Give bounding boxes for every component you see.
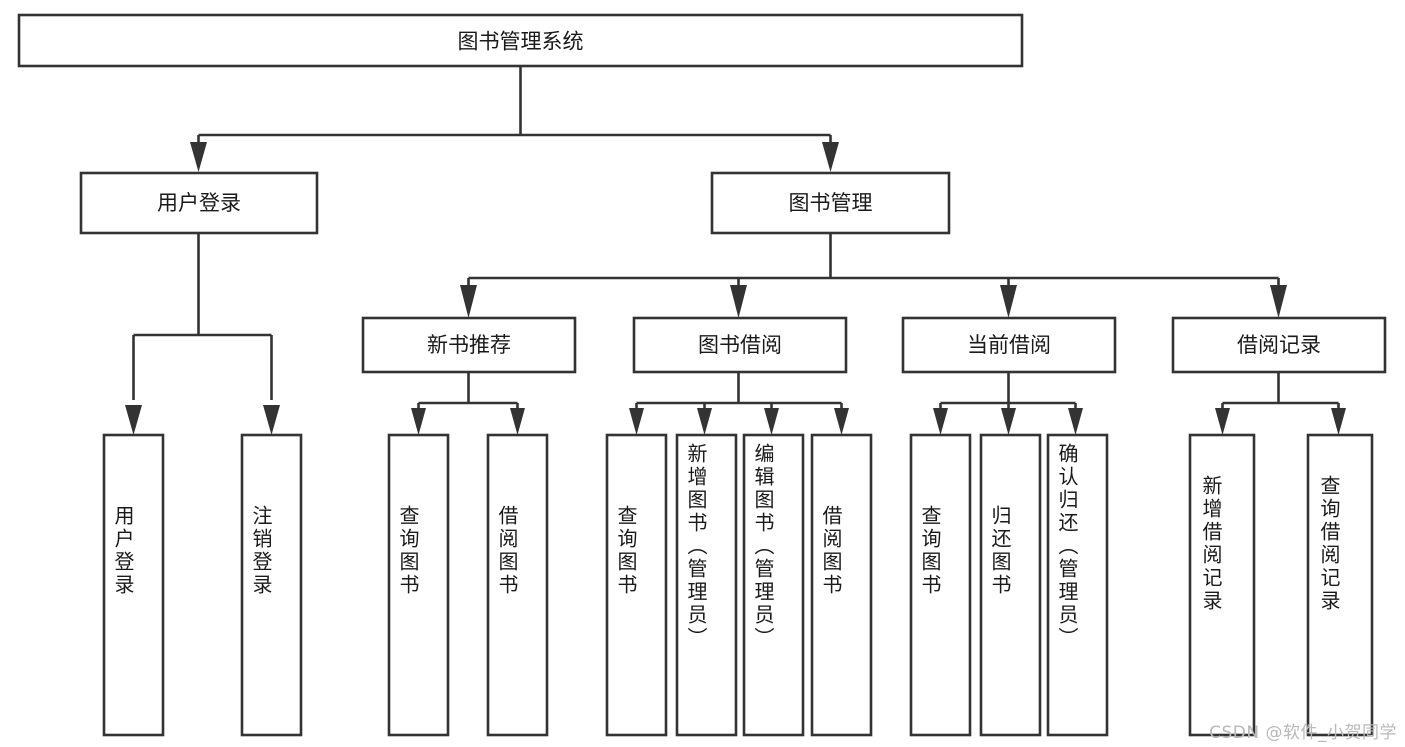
arrow-head-borrow-record (1270, 285, 1287, 318)
arrow-head-cb-child2 (1001, 408, 1016, 435)
node-user-login-box[interactable] (79, 171, 319, 235)
leaf-boxes-group (102, 433, 1374, 737)
node-book-borrow[interactable]: 图书借阅 (632, 316, 848, 374)
connector-group-borrowrecord-children (1215, 372, 1346, 435)
arrow-head-nbr-child2 (510, 408, 525, 435)
connector-group-currentborrow-children (933, 372, 1083, 435)
node-current-borrow[interactable]: 当前借阅 (901, 316, 1117, 374)
leaf-box-user-login[interactable] (102, 433, 165, 737)
node-current-borrow-box[interactable] (901, 316, 1117, 374)
node-book-manage[interactable]: 图书管理 (710, 171, 951, 235)
node-user-login-label: 用户登录 (157, 191, 241, 215)
arrow-head-bb-child1 (629, 408, 644, 435)
leaf-box-add-book-admin[interactable] (675, 433, 738, 737)
node-new-book-recommend-label: 新书推荐 (427, 333, 511, 357)
leaf-box-confirm-return[interactable] (1046, 433, 1109, 737)
arrow-head-nbr-child1 (411, 408, 426, 435)
connector-group-newbookrec-children (411, 372, 525, 435)
node-borrow-record-label: 借阅记录 (1237, 333, 1321, 357)
arrow-head-new-book-rec (460, 285, 477, 318)
node-current-borrow-label: 当前借阅 (967, 333, 1051, 357)
leaf-box-return-book[interactable] (979, 433, 1042, 737)
arrow-head-bb-child2 (697, 408, 712, 435)
arrow-head-to-book-manage (822, 142, 839, 172)
node-book-borrow-label: 图书借阅 (698, 333, 782, 357)
arrow-head-bb-child3 (764, 408, 779, 435)
leaf-box-edit-book-admin[interactable] (742, 433, 805, 737)
arrow-head-cb-child3 (1068, 408, 1083, 435)
connector-group-bookmanage-children (460, 233, 1287, 318)
node-new-book-recommend-box[interactable] (361, 316, 577, 374)
arrow-head-book-borrow (730, 285, 747, 318)
leaf-box-query-book-3[interactable] (909, 433, 972, 737)
connector-group-root-to-level2 (190, 66, 839, 172)
leaf-box-borrow-book-2[interactable] (810, 433, 873, 737)
connector-group-bookborrow-children (629, 372, 849, 435)
leaf-box-query-record[interactable] (1306, 433, 1374, 737)
arrow-head-br-child2 (1331, 408, 1346, 435)
node-root[interactable]: 图书管理系统 (17, 13, 1024, 68)
node-root-label: 图书管理系统 (458, 30, 584, 54)
arrow-head-leaf-user-login (125, 405, 142, 435)
arrow-head-leaf-logout (263, 405, 280, 435)
node-book-borrow-box[interactable] (632, 316, 848, 374)
node-root-box[interactable] (17, 13, 1024, 68)
arrow-head-cb-child1 (933, 408, 948, 435)
connector-group-userlogin-children (125, 233, 280, 435)
node-user-login[interactable]: 用户登录 (79, 171, 319, 235)
arrow-head-bb-child4 (834, 408, 849, 435)
arrow-head-br-child1 (1215, 408, 1230, 435)
leaf-box-borrow-book-1[interactable] (486, 433, 549, 737)
leaf-box-query-book-2[interactable] (605, 433, 668, 737)
leaf-box-query-book-1[interactable] (387, 433, 450, 737)
node-new-book-recommend[interactable]: 新书推荐 (361, 316, 577, 374)
node-book-manage-label: 图书管理 (789, 191, 873, 215)
leaf-box-logout[interactable] (240, 433, 303, 737)
node-borrow-record[interactable]: 借阅记录 (1171, 316, 1387, 374)
leaf-box-add-record[interactable] (1188, 433, 1256, 737)
arrow-head-current-borrow (1000, 285, 1017, 318)
arrow-head-to-user-login (190, 142, 207, 172)
node-book-manage-box[interactable] (710, 171, 951, 235)
node-borrow-record-box[interactable] (1171, 316, 1387, 374)
